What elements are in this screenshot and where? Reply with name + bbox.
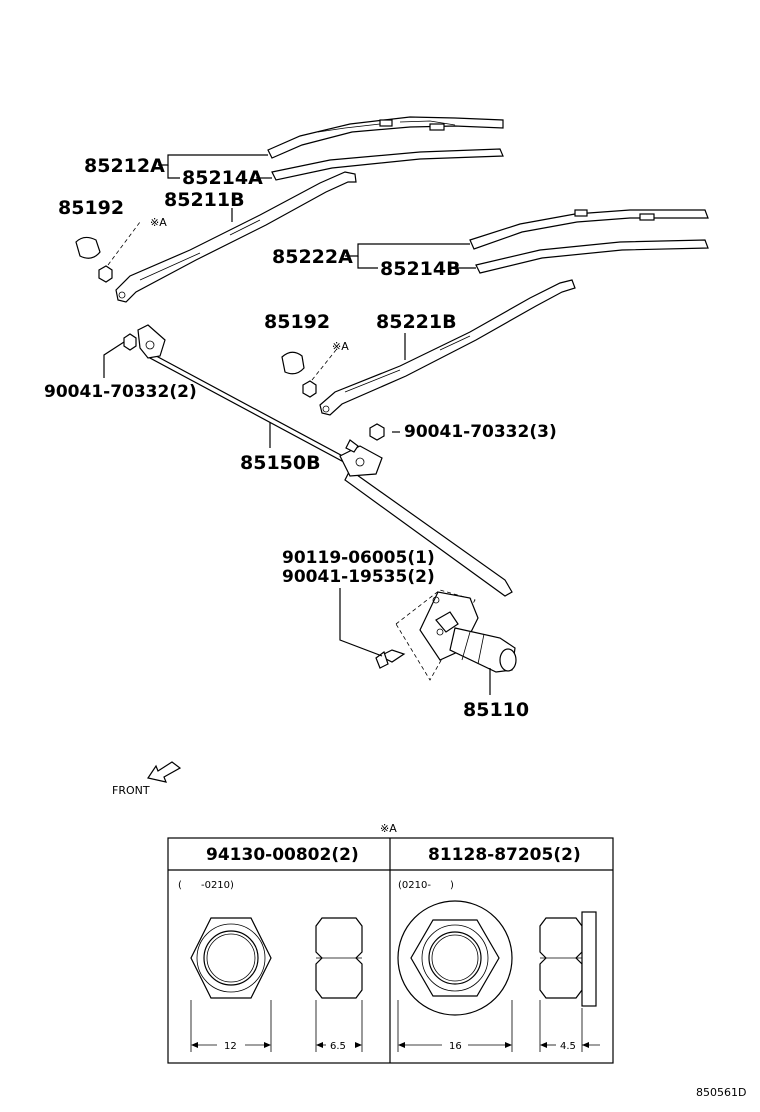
label-85211b: 85211B	[164, 189, 245, 211]
wiper-blade-85212a	[267, 116, 504, 159]
bolt-90119	[375, 649, 406, 669]
front-arrow-icon	[147, 761, 182, 783]
dims-right	[397, 1000, 600, 1052]
label-90041-70332-2: 90041-70332(2)	[44, 382, 197, 402]
nut-detail-table	[167, 837, 614, 1064]
label-85192-left: 85192	[58, 197, 124, 219]
leader-lines	[103, 154, 491, 695]
label-85221b: 85221B	[376, 311, 457, 333]
wiper-refill-85214b	[475, 239, 709, 274]
wiper-refill-85214a	[271, 148, 504, 181]
nut-81128-side-view	[539, 911, 597, 1007]
dim-left-thick: 6.5	[330, 1041, 346, 1052]
table-left-period: ( -0210)	[178, 880, 234, 891]
wiper-arm-85211b	[115, 171, 357, 303]
dim-right-width: 16	[449, 1041, 462, 1052]
label-85192-right: 85192	[264, 311, 330, 333]
nut-94130-front-view	[190, 917, 272, 999]
wiper-arm-85221b	[319, 279, 576, 416]
label-85212a: 85212A	[84, 155, 165, 177]
cap-85192-left	[75, 236, 101, 259]
label-85150b: 85150B	[240, 452, 321, 474]
front-label: FRONT	[112, 784, 150, 797]
table-right-period: (0210- )	[398, 880, 454, 891]
label-90041-19535: 90041-19535(2)	[282, 567, 435, 587]
nut-81128-front-view	[397, 900, 513, 1016]
dim-left-width: 12	[224, 1041, 237, 1052]
dims-left	[190, 1000, 363, 1052]
nut-a-left	[98, 221, 141, 283]
label-85214a: 85214A	[182, 167, 263, 189]
mark-a-right: ※A	[332, 340, 349, 353]
table-right-part-no: 81128-87205(2)	[428, 845, 581, 865]
nut-94130-side-view	[315, 917, 363, 999]
mark-a-left: ※A	[150, 216, 167, 229]
wiper-link-85150b	[123, 324, 513, 597]
label-90119-06005: 90119-06005(1)	[282, 548, 435, 568]
label-85110: 85110	[463, 699, 529, 721]
label-85214b: 85214B	[380, 258, 461, 280]
label-90041-70332-3: 90041-70332(3)	[404, 422, 557, 442]
dim-right-thick: 4.5	[560, 1041, 576, 1052]
nut-a-right	[302, 349, 337, 398]
wiper-motor-85110	[395, 589, 517, 681]
table-mark-a: ※A	[380, 822, 397, 835]
table-left-part-no: 94130-00802(2)	[206, 845, 359, 865]
wiper-blade-85222a	[469, 209, 709, 250]
cap-85192-right	[281, 351, 305, 375]
diagram-code: 850561D	[696, 1086, 746, 1099]
label-85222a: 85222A	[272, 246, 353, 268]
